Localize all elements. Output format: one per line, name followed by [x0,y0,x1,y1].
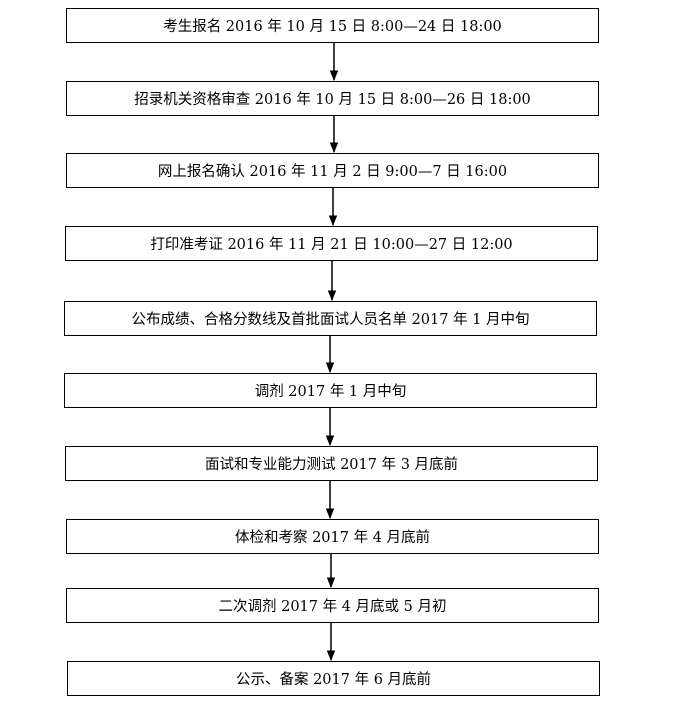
step-registration: 考生报名 2016 年 10 月 15 日 8:00—24 日 18:00 [66,8,599,43]
step-label: 体检和考察 2017 年 4 月底前 [234,530,431,546]
step-physical-exam: 体检和考察 2017 年 4 月底前 [66,519,599,554]
step-adjustment: 调剂 2017 年 1 月中旬 [64,373,597,408]
step-label: 公示、备案 2017 年 6 月底前 [235,672,432,688]
step-label: 网上报名确认 2016 年 11 月 2 日 9:00—7 日 16:00 [157,164,508,180]
step-second-adjustment: 二次调剂 2017 年 4 月底或 5 月初 [66,588,599,623]
step-interview: 面试和专业能力测试 2017 年 3 月底前 [65,446,598,481]
step-publicity-filing: 公示、备案 2017 年 6 月底前 [67,661,600,696]
step-print-admission-ticket: 打印准考证 2016 年 11 月 21 日 10:00—27 日 12:00 [65,226,598,261]
step-label: 公布成绩、合格分数线及首批面试人员名单 2017 年 1 月中旬 [131,312,530,328]
step-online-confirmation: 网上报名确认 2016 年 11 月 2 日 9:00—7 日 16:00 [66,153,599,188]
step-label: 考生报名 2016 年 10 月 15 日 8:00—24 日 18:00 [163,19,502,35]
step-label: 二次调剂 2017 年 4 月底或 5 月初 [218,599,447,615]
step-publish-results: 公布成绩、合格分数线及首批面试人员名单 2017 年 1 月中旬 [64,301,597,336]
step-label: 招录机关资格审查 2016 年 10 月 15 日 8:00—26 日 18:0… [134,92,531,108]
step-label: 调剂 2017 年 1 月中旬 [254,384,407,400]
step-label: 打印准考证 2016 年 11 月 21 日 10:00—27 日 12:00 [150,237,513,253]
step-qualification-review: 招录机关资格审查 2016 年 10 月 15 日 8:00—26 日 18:0… [66,81,599,116]
step-label: 面试和专业能力测试 2017 年 3 月底前 [204,457,459,473]
